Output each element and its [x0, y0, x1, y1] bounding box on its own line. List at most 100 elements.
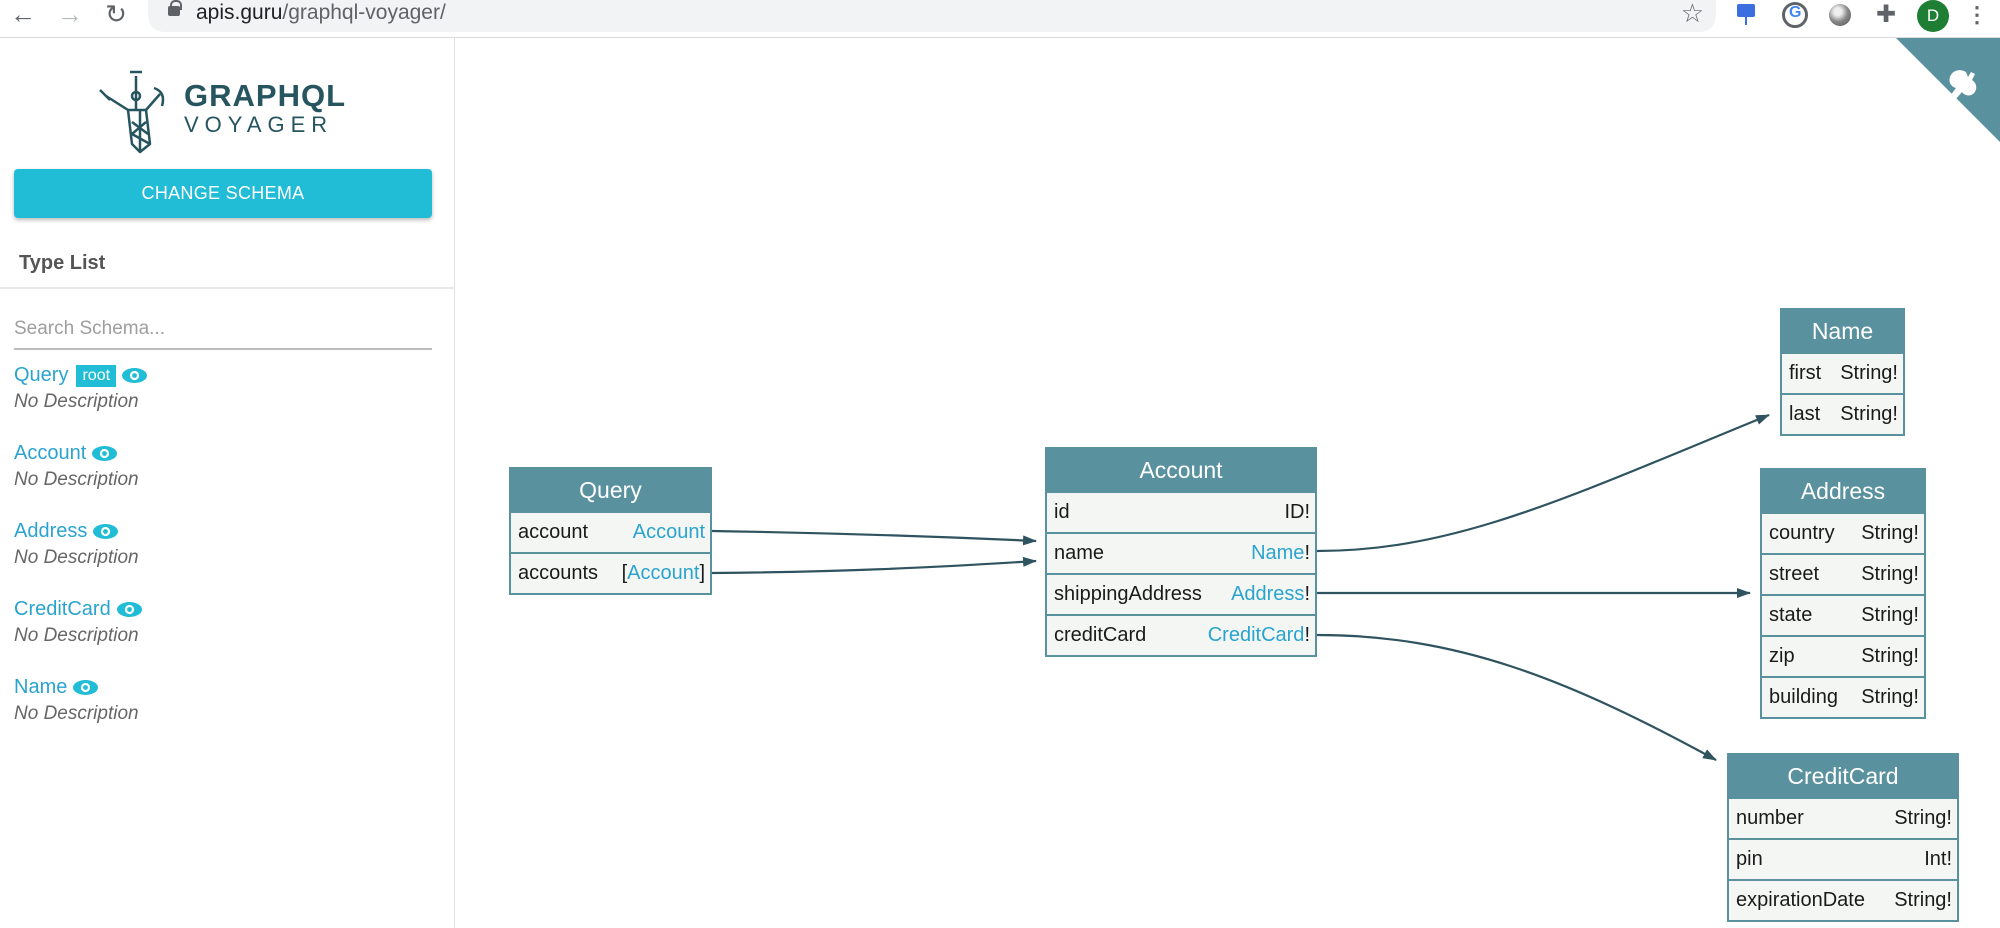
eye-icon[interactable]: [116, 601, 143, 618]
node-address[interactable]: Address country String! street String! s…: [1760, 468, 1926, 719]
eye-icon[interactable]: [91, 445, 118, 462]
field-name: name: [1054, 542, 1105, 564]
field-row[interactable]: street String!: [1762, 553, 1924, 594]
grammar-extension-icon[interactable]: G: [1782, 2, 1808, 28]
field-type: String!: [1840, 403, 1898, 425]
root-badge: root: [76, 364, 117, 387]
node-title[interactable]: Name: [1782, 310, 1903, 352]
edge-account-name: [1316, 413, 1770, 553]
browser-menu-icon[interactable]: ⋮: [1966, 2, 1988, 27]
node-title[interactable]: Account: [1047, 449, 1315, 491]
node-title[interactable]: Query: [511, 469, 710, 511]
bookmark-star-icon[interactable]: ☆: [1680, 0, 1704, 28]
field-row[interactable]: building String!: [1762, 676, 1924, 717]
field-row[interactable]: state String!: [1762, 594, 1924, 635]
search-schema-input[interactable]: [14, 310, 432, 350]
logo-subtitle: VOYAGER: [184, 112, 334, 137]
field-name: creditCard: [1054, 624, 1147, 646]
type-description: No Description: [14, 547, 139, 568]
sidebar: GRAPHQL VOYAGER CHANGE SCHEMA Type List …: [0, 38, 455, 928]
field-row[interactable]: last String!: [1782, 393, 1903, 434]
field-type: String!: [1861, 645, 1919, 667]
satellite-icon: [99, 70, 165, 154]
field-type[interactable]: Address!: [1231, 583, 1310, 605]
node-title[interactable]: CreditCard: [1729, 755, 1957, 797]
url-text: apis.guru/graphql-voyager/: [196, 1, 446, 24]
browser-toolbar: ← → ↻ apis.guru/graphql-voyager/ ☆ G ✚ D…: [0, 0, 2000, 38]
profile-avatar[interactable]: D: [1917, 0, 1949, 32]
field-row[interactable]: number String!: [1729, 797, 1957, 838]
field-row[interactable]: zip String!: [1762, 635, 1924, 676]
github-corner-icon[interactable]: [1896, 38, 2000, 142]
field-name: first: [1789, 362, 1822, 384]
type-description: No Description: [14, 469, 139, 490]
field-name: zip: [1769, 645, 1795, 667]
type-item-name[interactable]: Name No Description: [14, 676, 434, 746]
type-description: No Description: [14, 703, 139, 724]
type-item-account[interactable]: Account No Description: [14, 442, 434, 512]
logo-title: GRAPHQL: [184, 78, 346, 113]
type-item-query[interactable]: Query root No Description: [14, 364, 434, 434]
node-name[interactable]: Name first String! last String!: [1780, 308, 1905, 436]
presentation-extension-icon[interactable]: [1734, 2, 1760, 28]
back-arrow-icon[interactable]: ←: [10, 0, 36, 29]
eye-icon[interactable]: [92, 523, 119, 540]
type-description: No Description: [14, 391, 139, 412]
lock-icon: [168, 0, 182, 16]
field-type[interactable]: Account: [632, 521, 705, 543]
field-row[interactable]: name Name!: [1047, 532, 1315, 573]
graph-canvas[interactable]: Query account Account accounts [Account]…: [456, 38, 2000, 928]
field-name: country: [1769, 522, 1835, 544]
field-type: String!: [1894, 889, 1952, 911]
node-title[interactable]: Address: [1762, 470, 1924, 512]
address-bar[interactable]: apis.guru/graphql-voyager/ ☆: [148, 0, 1716, 32]
field-row[interactable]: country String!: [1762, 512, 1924, 553]
field-row[interactable]: id ID!: [1047, 491, 1315, 532]
graphql-voyager-logo: GRAPHQL VOYAGER: [96, 66, 356, 154]
field-row[interactable]: account Account: [511, 511, 710, 552]
node-account[interactable]: Account id ID! name Name! shippingAddres…: [1045, 447, 1317, 657]
type-name[interactable]: Address: [14, 520, 88, 542]
eye-icon[interactable]: [72, 679, 99, 696]
edge-query-account: [711, 529, 1037, 546]
field-row[interactable]: accounts [Account]: [511, 552, 710, 593]
type-description: No Description: [14, 625, 139, 646]
type-name[interactable]: Name: [14, 676, 68, 698]
field-row[interactable]: first String!: [1782, 352, 1903, 393]
edge-account-creditcard: [1316, 633, 1717, 761]
field-type: String!: [1861, 604, 1919, 626]
field-type: String!: [1894, 807, 1952, 829]
field-type[interactable]: CreditCard!: [1207, 624, 1310, 646]
field-row[interactable]: shippingAddress Address!: [1047, 573, 1315, 614]
edge-query-accounts: [711, 556, 1037, 575]
field-name: street: [1769, 563, 1820, 585]
field-name: shippingAddress: [1054, 583, 1202, 605]
field-row[interactable]: pin Int!: [1729, 838, 1957, 879]
field-name: accounts: [518, 562, 599, 584]
type-item-creditcard[interactable]: CreditCard No Description: [14, 598, 434, 668]
eye-icon[interactable]: [121, 367, 148, 384]
node-query[interactable]: Query account Account accounts [Account]: [509, 467, 712, 595]
field-name: last: [1789, 403, 1821, 425]
type-name[interactable]: Account: [14, 442, 87, 464]
type-name[interactable]: Query: [14, 364, 69, 386]
forward-arrow-icon[interactable]: →: [57, 0, 83, 29]
field-type[interactable]: [Account]: [621, 562, 705, 584]
puzzle-extensions-icon[interactable]: ✚: [1875, 1, 1897, 28]
globe-extension-icon[interactable]: [1829, 4, 1851, 26]
field-name: expirationDate: [1736, 889, 1865, 911]
relation-edges: [711, 413, 1770, 761]
type-name[interactable]: CreditCard: [14, 598, 111, 620]
field-row[interactable]: creditCard CreditCard!: [1047, 614, 1315, 655]
field-type: Int!: [1924, 848, 1952, 870]
field-type[interactable]: Name!: [1251, 542, 1310, 564]
field-type: String!: [1861, 522, 1919, 544]
field-row[interactable]: expirationDate String!: [1729, 879, 1957, 920]
field-name: pin: [1736, 848, 1763, 870]
field-type: String!: [1861, 686, 1919, 708]
reload-icon[interactable]: ↻: [105, 0, 127, 29]
type-item-address[interactable]: Address No Description: [14, 520, 434, 590]
field-type: String!: [1861, 563, 1919, 585]
node-creditcard[interactable]: CreditCard number String! pin Int! expir…: [1727, 753, 1959, 922]
change-schema-button[interactable]: CHANGE SCHEMA: [14, 169, 432, 218]
